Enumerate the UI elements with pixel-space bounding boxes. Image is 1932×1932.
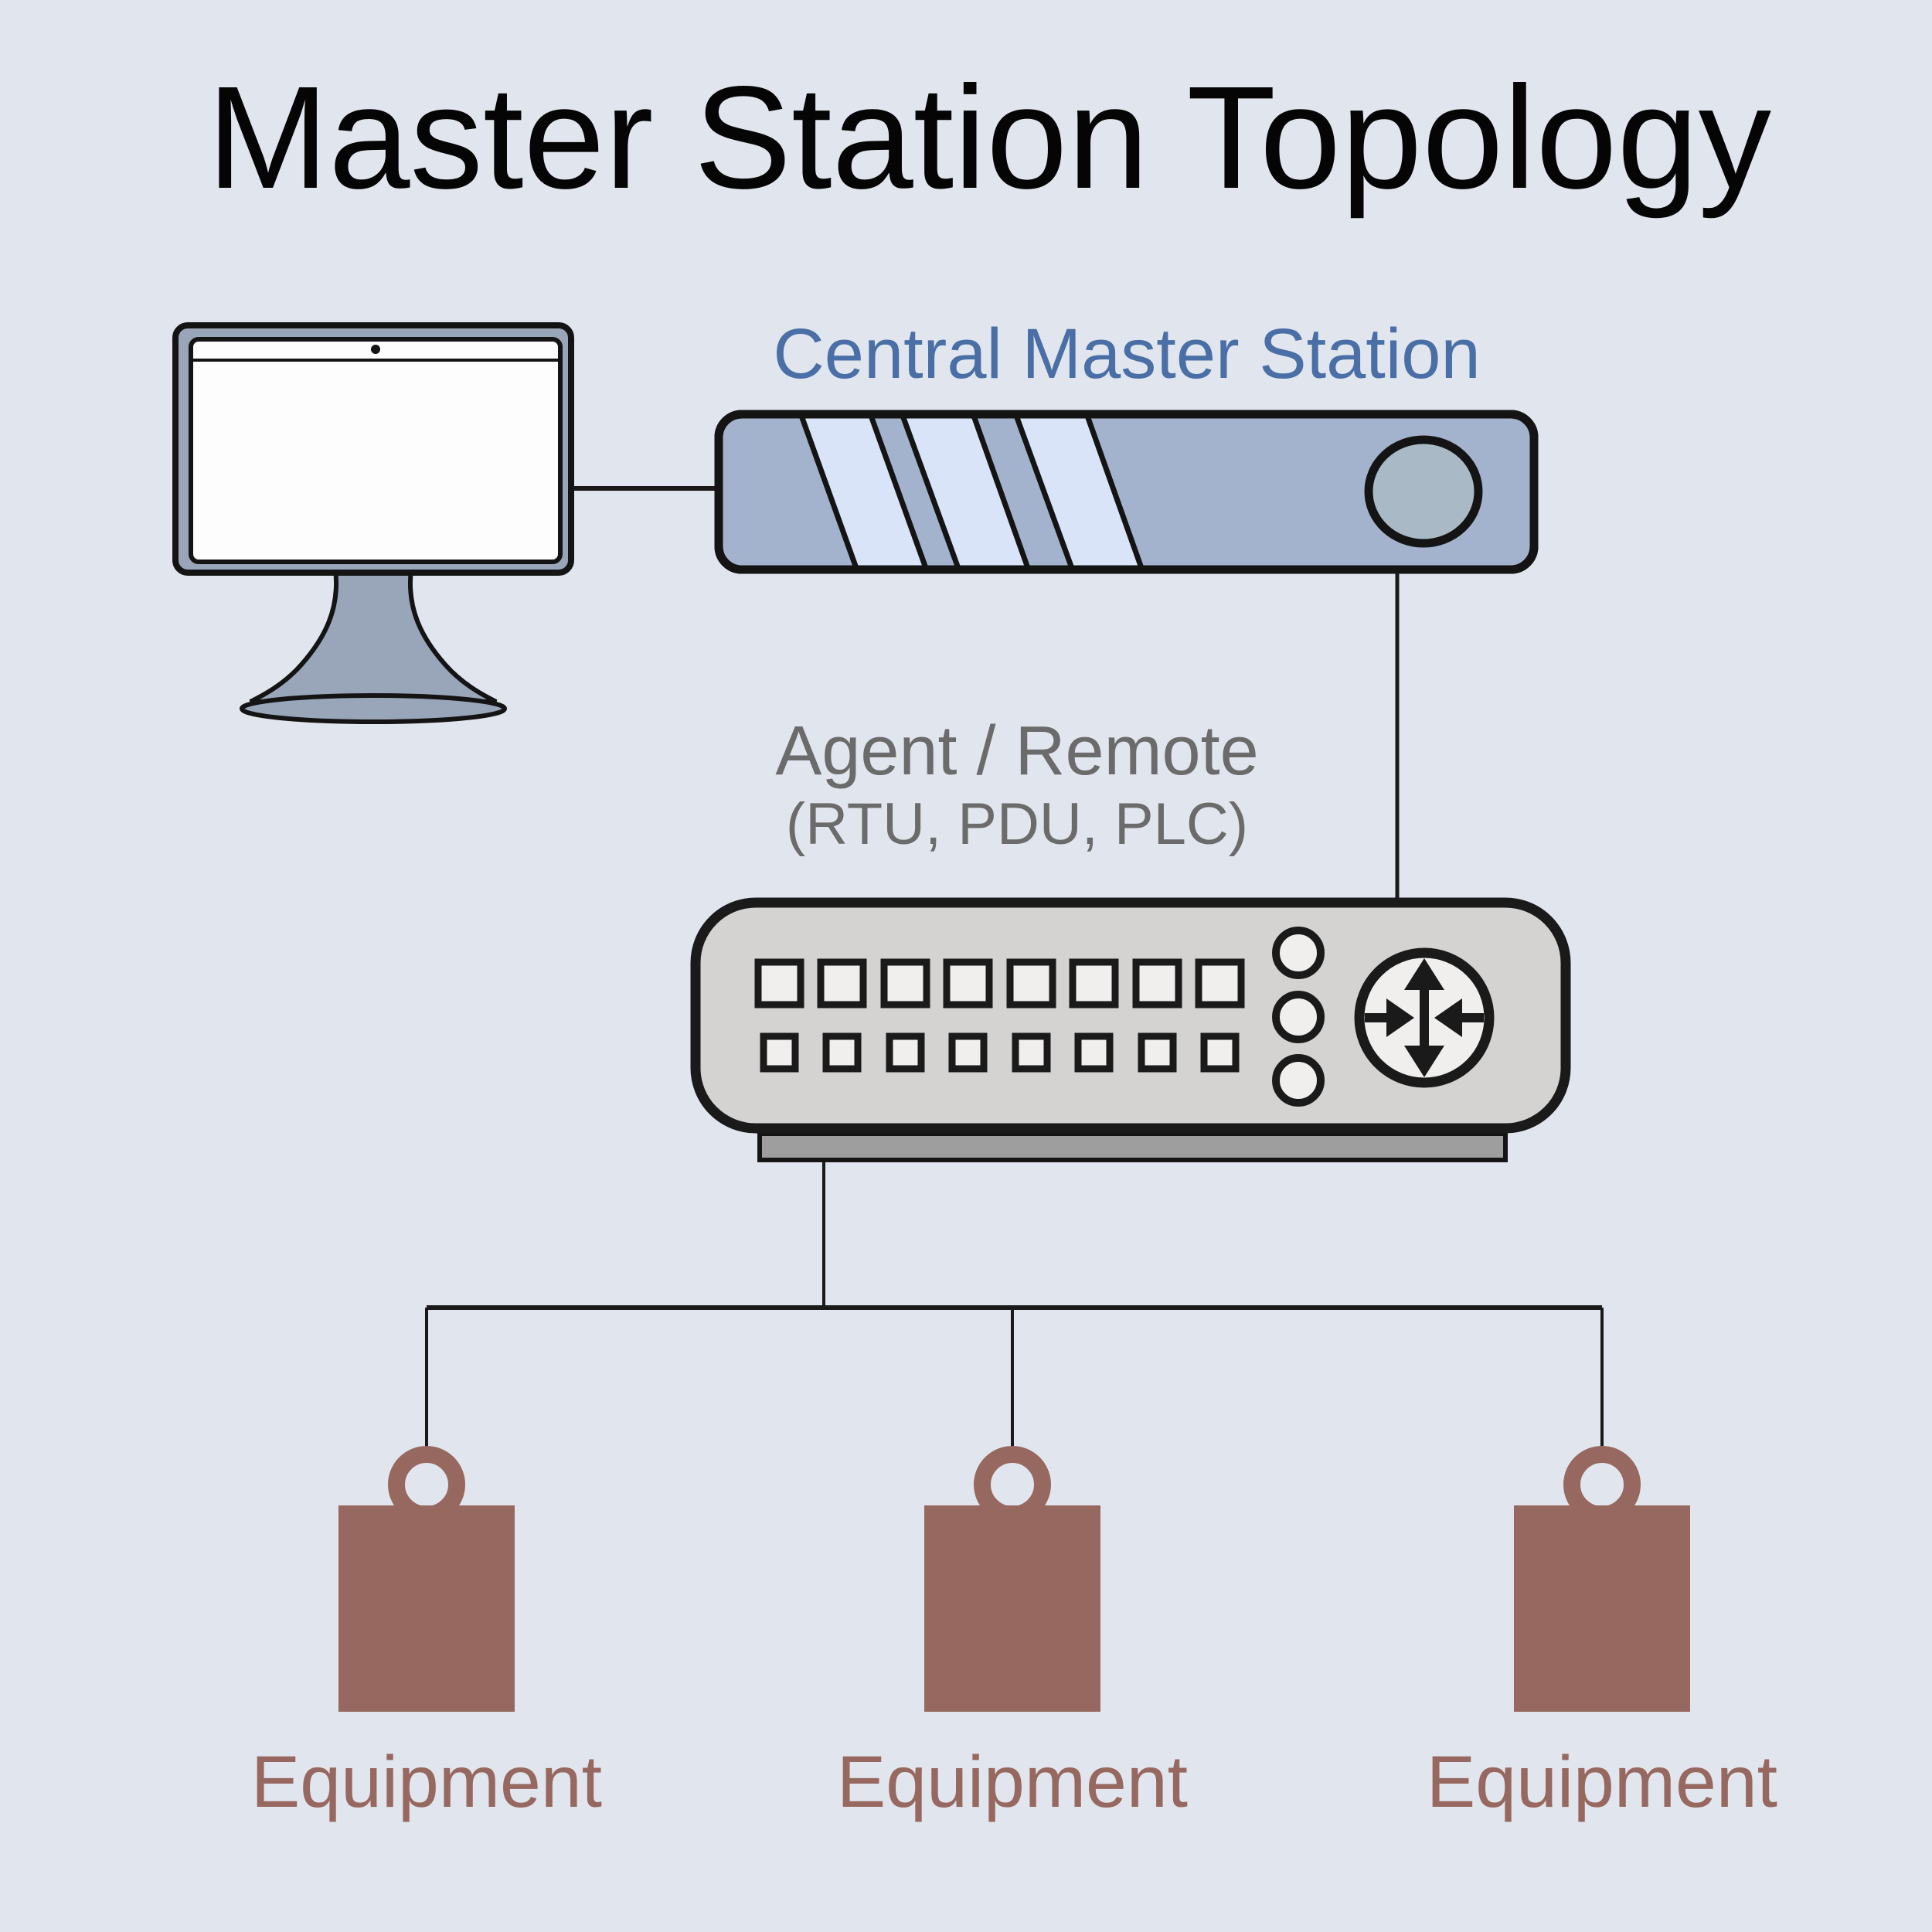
server-dial — [1364, 435, 1483, 548]
key-button-small — [1074, 1032, 1114, 1073]
agent-base-bar — [757, 1131, 1508, 1162]
monitor-icon — [172, 322, 574, 724]
equipment-label: Equipment — [251, 1741, 602, 1823]
router-arrow-right-in — [1386, 998, 1414, 1037]
key-button — [817, 958, 867, 1009]
agent-key-row-top — [754, 958, 1245, 1009]
key-button-small — [948, 1032, 988, 1073]
router-arrow-down — [1404, 1046, 1444, 1077]
equipment-node-2: Equipment — [837, 1446, 1188, 1823]
connector-lines — [425, 486, 1604, 1458]
router-arrow-up — [1404, 958, 1444, 990]
key-button — [1006, 958, 1056, 1009]
key-button-small — [760, 1032, 799, 1073]
rtu-control-panel-icon — [690, 897, 1571, 1162]
key-button — [1069, 958, 1119, 1009]
server-stripes — [794, 414, 1149, 570]
agent-led-column — [1272, 927, 1325, 1107]
monitor-stand-neck — [249, 567, 498, 704]
equipment-node-3: Equipment — [1427, 1446, 1777, 1823]
key-button — [943, 958, 993, 1009]
equipment-label: Equipment — [837, 1741, 1188, 1823]
router-arrow-left-in — [1434, 998, 1462, 1037]
led-circle — [1272, 1054, 1325, 1107]
tag-body — [1514, 1505, 1690, 1712]
agent-remote-label: Agent / Remote — [775, 713, 1258, 790]
key-button — [880, 958, 930, 1009]
equipment-node-1: Equipment — [251, 1446, 602, 1823]
key-button-small — [1012, 1032, 1051, 1073]
key-button — [1195, 958, 1245, 1009]
monitor-screen — [189, 337, 563, 564]
tag-body — [924, 1505, 1100, 1712]
key-button-small — [822, 1032, 862, 1073]
server-rack-icon — [714, 410, 1539, 574]
key-button — [1132, 958, 1182, 1009]
tag-body — [338, 1505, 515, 1712]
agent-key-row-bottom — [760, 1032, 1240, 1073]
led-circle — [1272, 991, 1325, 1043]
agent-remote-sublabel: (RTU, PDU, PLC) — [786, 791, 1248, 857]
server-stripe — [894, 414, 1036, 570]
router-arrows-icon — [1354, 947, 1495, 1088]
key-button-small — [886, 1032, 925, 1073]
key-button-small — [1200, 1032, 1240, 1073]
server-stripe — [1008, 414, 1149, 570]
key-button-small — [1138, 1032, 1177, 1073]
monitor-stand-base — [240, 693, 507, 724]
led-circle — [1272, 927, 1325, 979]
page-title: Master Station Topology — [207, 56, 1772, 219]
central-master-station-label: Central Master Station — [773, 315, 1480, 393]
server-outline — [714, 410, 1539, 574]
equipment-label: Equipment — [1427, 1741, 1777, 1823]
server-stripe — [794, 414, 934, 570]
key-button — [754, 958, 804, 1009]
webcam-dot-icon — [371, 345, 380, 354]
